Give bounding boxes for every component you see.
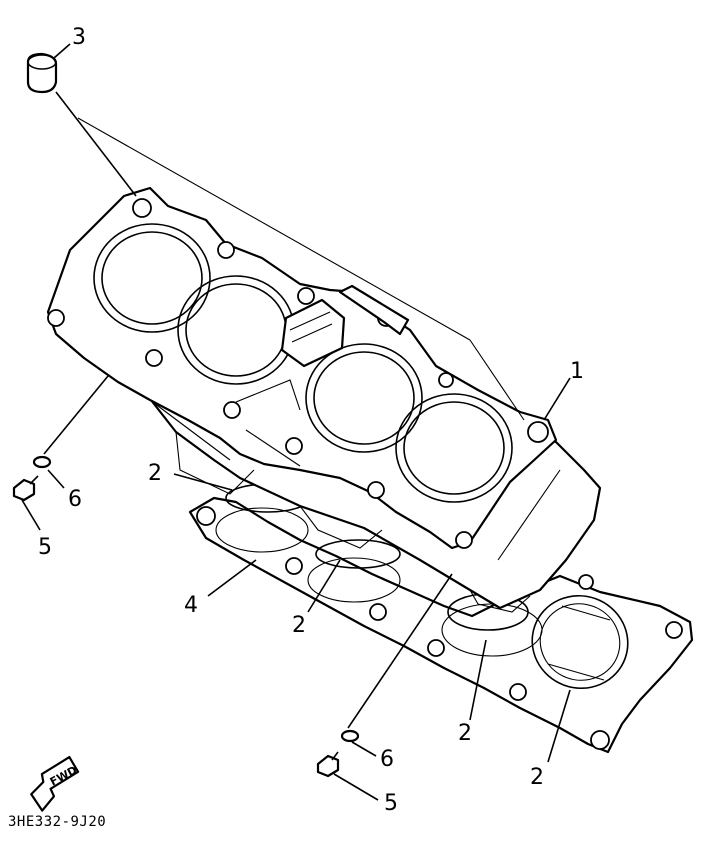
callout-4: 4	[184, 593, 198, 618]
callout-3: 3	[72, 25, 86, 50]
callout-2c: 2	[458, 721, 472, 746]
callout-2d: 2	[530, 765, 544, 790]
cylinder-block	[46, 186, 602, 613]
fwd-arrow-icon: FWD	[30, 755, 79, 812]
callout-5b: 5	[384, 791, 398, 816]
callout-2b: 2	[292, 613, 306, 638]
bolt-and-washer-left	[12, 455, 52, 502]
cylinder-gasket	[188, 496, 694, 754]
callout-6a: 6	[68, 487, 82, 512]
callout-labels: 3 1 2 2 2 2 4 5 5 6 6	[38, 25, 584, 816]
callout-6b: 6	[380, 747, 394, 772]
callout-2a: 2	[148, 461, 162, 486]
callout-1: 1	[570, 359, 584, 384]
leader-lines	[21, 43, 571, 801]
callout-5a: 5	[38, 535, 52, 560]
drawing-code: 3HE332-9J20	[8, 814, 107, 830]
bolt-and-washer-lower	[316, 729, 360, 778]
dowel-pin	[26, 52, 58, 94]
